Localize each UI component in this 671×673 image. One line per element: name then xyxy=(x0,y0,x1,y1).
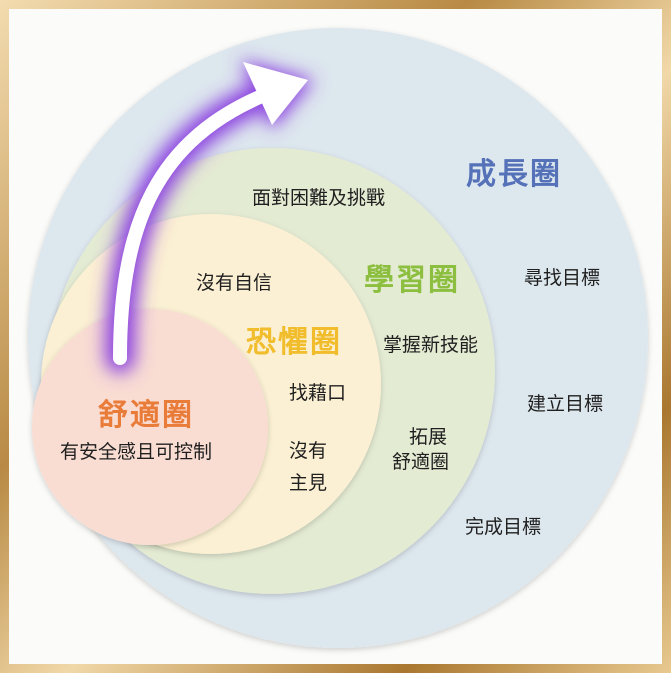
curved-up-arrow-icon xyxy=(105,60,314,373)
fear-zone-title: 恐懼圈 xyxy=(246,325,342,360)
learning-item-new-skills: 掌握新技能 xyxy=(383,334,478,356)
growth-item-complete-goals: 完成目標 xyxy=(465,516,541,538)
growth-item-set-goals: 建立目標 xyxy=(527,393,603,415)
fear-no-opinion-line1: 沒有 xyxy=(289,440,327,462)
comfort-zone-circle xyxy=(32,309,268,545)
growth-zone-title: 成長圈 xyxy=(466,157,562,192)
growth-item-find-goals: 尋找目標 xyxy=(524,267,600,289)
fear-item-no-confidence: 沒有自信 xyxy=(196,272,272,294)
learning-expand-line2: 舒適圈 xyxy=(392,451,449,473)
fear-no-opinion-line2: 主見 xyxy=(289,472,327,494)
comfort-zone-subtitle: 有安全感且可控制 xyxy=(60,441,212,463)
learning-zone-title: 學習圈 xyxy=(364,263,460,298)
learning-expand-line1: 拓展 xyxy=(409,426,447,448)
comfort-zone-title: 舒適圈 xyxy=(98,398,194,433)
fear-item-excuses: 找藉口 xyxy=(289,382,346,404)
learning-top-text: 面對困難及挑戰 xyxy=(252,187,385,209)
